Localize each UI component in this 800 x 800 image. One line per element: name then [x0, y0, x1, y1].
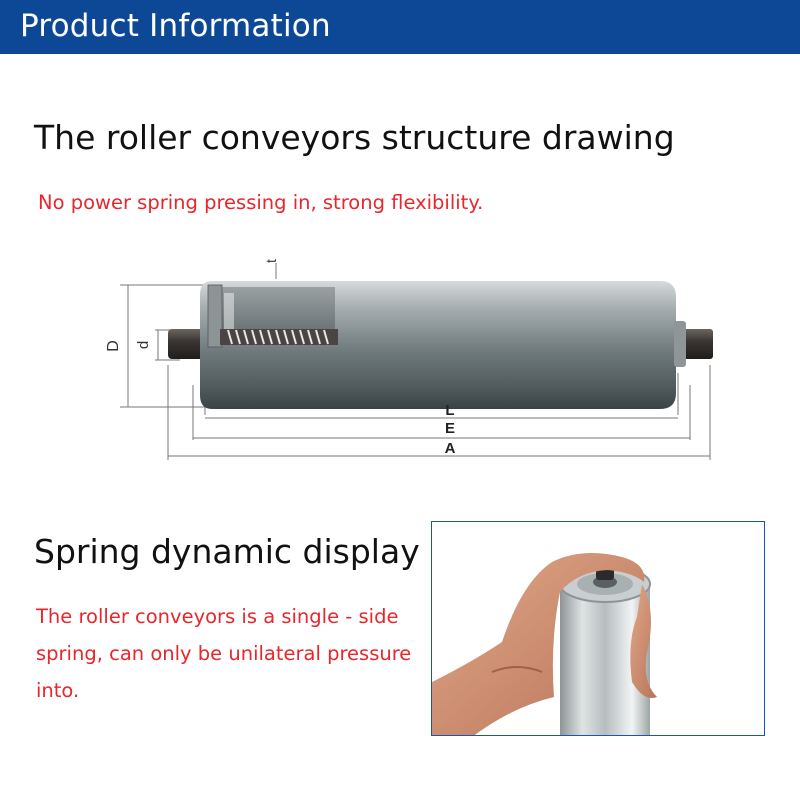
label-D: D	[105, 340, 122, 352]
structure-subtitle: No power spring pressing in, strong flex…	[38, 191, 484, 214]
spring-line-2: spring, can only be unilateral pressure	[36, 642, 412, 665]
label-E: E	[445, 420, 455, 437]
header-bar: Product Information	[0, 0, 800, 54]
label-t: t	[263, 259, 279, 263]
spring-title: Spring dynamic display	[34, 532, 420, 571]
spring-demo-photo	[431, 521, 765, 736]
spring	[220, 329, 338, 345]
header-title: Product Information	[20, 8, 331, 44]
label-d: d	[135, 341, 152, 349]
roller-structure-drawing: t D d L E A	[105, 259, 713, 460]
label-A: A	[445, 440, 456, 457]
spring-line-3: into.	[36, 679, 80, 702]
label-L: L	[445, 402, 454, 419]
spring-line-1: The roller conveyors is a single - side	[36, 605, 399, 628]
structure-title: The roller conveyors structure drawing	[34, 118, 675, 157]
